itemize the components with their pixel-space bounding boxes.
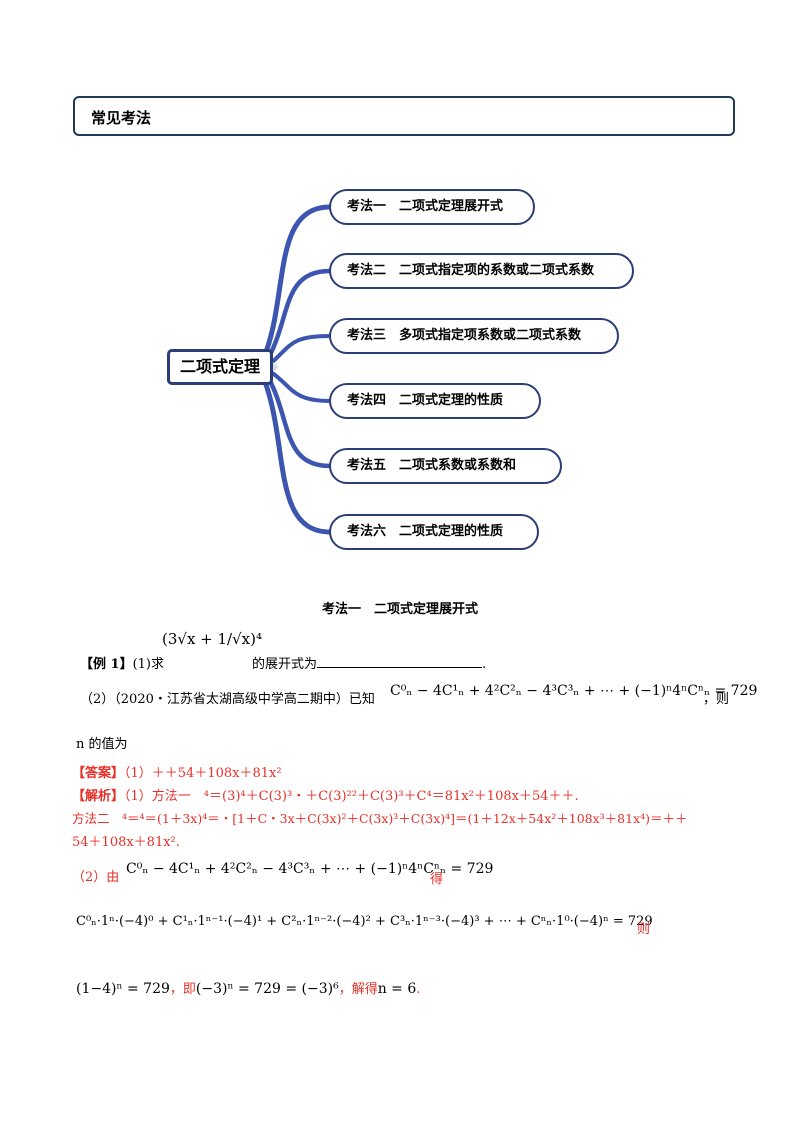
collapse-handle-icon: [273, 362, 279, 372]
analysis-expand-ze: 则: [637, 922, 651, 937]
analysis-part2-de: 得: [430, 872, 444, 887]
analysis-line3: 54＋108x＋81x².: [72, 835, 180, 850]
final-expr3: n = 6: [377, 981, 417, 997]
mindmap-center-node: 二项式定理: [167, 349, 273, 385]
example-label: 【例 1】: [80, 657, 133, 672]
example-part1-expr: (3√x + 1/√x)⁴: [162, 630, 262, 648]
mindmap-node-3: 考法三 多项式指定项系数或二项式系数: [329, 318, 619, 354]
section-title: 考法一 二项式定理展开式: [321, 602, 478, 617]
section-header-box: 常见考法: [73, 96, 735, 136]
final-expr1: (1−4)ⁿ = 729: [76, 981, 170, 997]
mindmap-node-2: 考法二 二项式指定项的系数或二项式系数: [329, 253, 634, 289]
analysis-final-line: (1−4)ⁿ = 729，即(−3)ⁿ = 729 = (−3)⁶，解得n = …: [76, 978, 420, 997]
branch-1: [259, 204, 333, 365]
mindmap-node-1: 考法一 二项式定理展开式: [329, 189, 535, 225]
final-jiede: ，解得: [338, 982, 378, 997]
example-part1-end: .: [482, 657, 487, 672]
answer-blank: [317, 655, 483, 668]
example-part2-line2: n 的值为: [76, 737, 128, 752]
example-part1-suffix-line: 的展开式为.: [252, 653, 486, 672]
branch-3: [266, 334, 332, 368]
analysis-expand-expr: C⁰ₙ·1ⁿ·(−4)⁰ + C¹ₙ·1ⁿ⁻¹·(−4)¹ + C²ₙ·1ⁿ⁻²…: [76, 914, 653, 929]
final-dot: .: [416, 982, 421, 997]
example-part2-source: （2）（2020・江苏省太湖高级中学高二期中）已知: [80, 692, 375, 707]
analysis-part2-expr: C⁰ₙ − 4C¹ₙ + 4²C²ₙ − 4³C³ₙ + ⋯ + (−1)ⁿ4ⁿ…: [126, 861, 494, 877]
answer-label: 【答案】: [72, 766, 125, 781]
branch-5: [262, 369, 333, 469]
answer-line: 【答案】（1）＋＋54＋108x＋81x²: [72, 762, 282, 781]
example-part1-suffix: 的展开式为: [252, 657, 318, 672]
example-part1-prefix: (1)求: [132, 657, 164, 672]
final-expr2: (−3)ⁿ = 729 = (−3)⁶: [195, 981, 339, 997]
answer-text: （1）＋＋54＋108x＋81x²: [124, 766, 282, 781]
branch-6: [259, 371, 333, 535]
mindmap-node-5: 考法五 二项式系数或系数和: [329, 448, 562, 484]
branch-4: [266, 368, 332, 403]
analysis-line1-text: （1）方法一 ⁴＝(3)⁴＋C(3)³・＋C(3)²²＋C(3)³＋C⁴＝81x…: [124, 789, 579, 804]
section-header-title: 常见考法: [91, 109, 152, 127]
analysis-label: 【解析】: [72, 789, 125, 804]
analysis-part2-prefix: （2）由: [72, 870, 120, 885]
branch-2: [262, 268, 333, 367]
mindmap-connectors: [259, 204, 333, 535]
analysis-line2: 方法二 ⁴＝⁴＝(1＋3x)⁴＝・[1＋C・3x＋C(3x)²＋C(3x)³＋C…: [72, 811, 688, 826]
example-part2-suffix: ，则: [703, 692, 730, 707]
mindmap-node-6: 考法六 二项式定理的性质: [329, 514, 539, 550]
final-ji: ，即: [169, 982, 196, 997]
example-part2-expr: C⁰ₙ − 4C¹ₙ + 4²C²ₙ − 4³C³ₙ + ⋯ + (−1)ⁿ4ⁿ…: [390, 683, 758, 699]
example-part1: 【例 1】(1)求: [80, 653, 164, 672]
mindmap-node-4: 考法四 二项式定理的性质: [329, 383, 541, 419]
analysis-line1: 【解析】（1）方法一 ⁴＝(3)⁴＋C(3)³・＋C(3)²²＋C(3)³＋C⁴…: [72, 785, 579, 804]
